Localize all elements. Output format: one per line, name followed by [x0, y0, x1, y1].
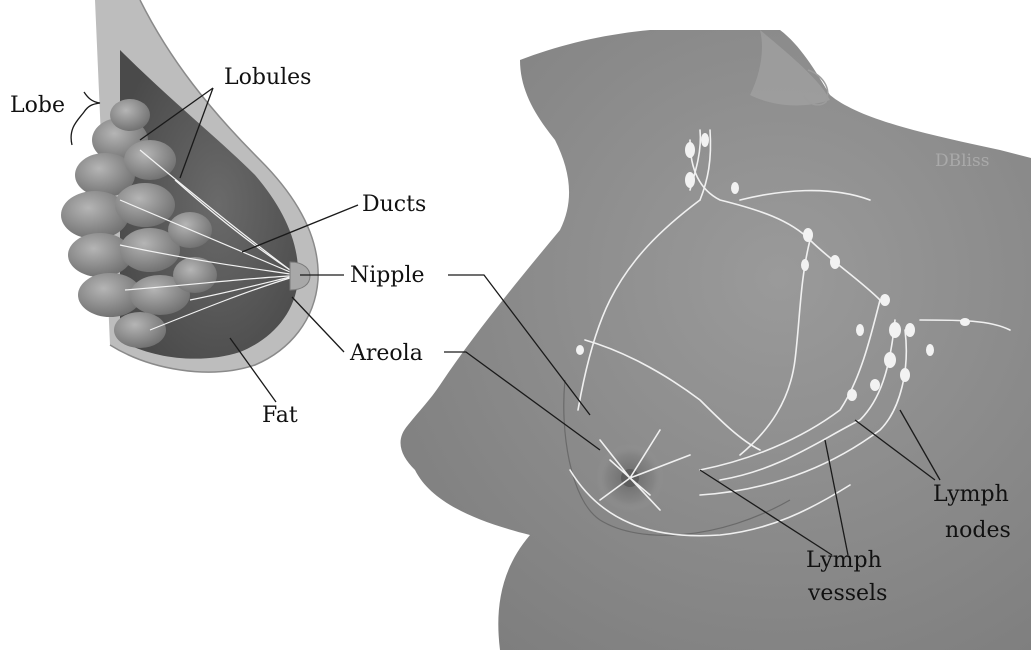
- lymph-node: [801, 259, 809, 271]
- lymph-node: [803, 228, 813, 242]
- torso-body: [401, 30, 1031, 650]
- lymph-node: [685, 172, 695, 188]
- lymph-node: [701, 133, 709, 147]
- lymph-node: [889, 322, 901, 338]
- lobule: [110, 99, 150, 131]
- lymph-node: [884, 352, 896, 368]
- lymph-node: [856, 324, 864, 336]
- lobule: [115, 183, 175, 227]
- label-lymph-nodes-line1: Lymph: [933, 482, 1009, 507]
- lymph-node: [830, 255, 840, 269]
- label-lobules: Lobules: [224, 65, 311, 90]
- lymph-node: [576, 345, 584, 355]
- lymph-node: [685, 142, 695, 158]
- lymph-node: [900, 368, 910, 382]
- lymph-node: [847, 389, 857, 401]
- lymph-node: [731, 182, 739, 194]
- label-lymph-vessels-line2: vessels: [807, 581, 887, 606]
- label-lymph-vessels-line1: Lymph: [806, 548, 882, 573]
- label-areola: Areola: [349, 341, 423, 366]
- lymph-node: [870, 379, 880, 391]
- label-ducts: Ducts: [362, 192, 426, 217]
- lobule: [114, 312, 166, 348]
- label-fat: Fat: [262, 403, 298, 428]
- label-nipple: Nipple: [350, 263, 425, 288]
- artist-credit: DBliss: [935, 151, 989, 171]
- label-lymph-nodes-line2: nodes: [945, 518, 1011, 543]
- lymph-node: [880, 294, 890, 306]
- label-lobe: Lobe: [10, 93, 65, 118]
- lymph-node: [960, 318, 970, 326]
- breast-cross-section: [61, 0, 318, 372]
- torso-illustration: [401, 30, 1031, 650]
- lymph-node: [905, 323, 915, 337]
- lymph-node: [926, 344, 934, 356]
